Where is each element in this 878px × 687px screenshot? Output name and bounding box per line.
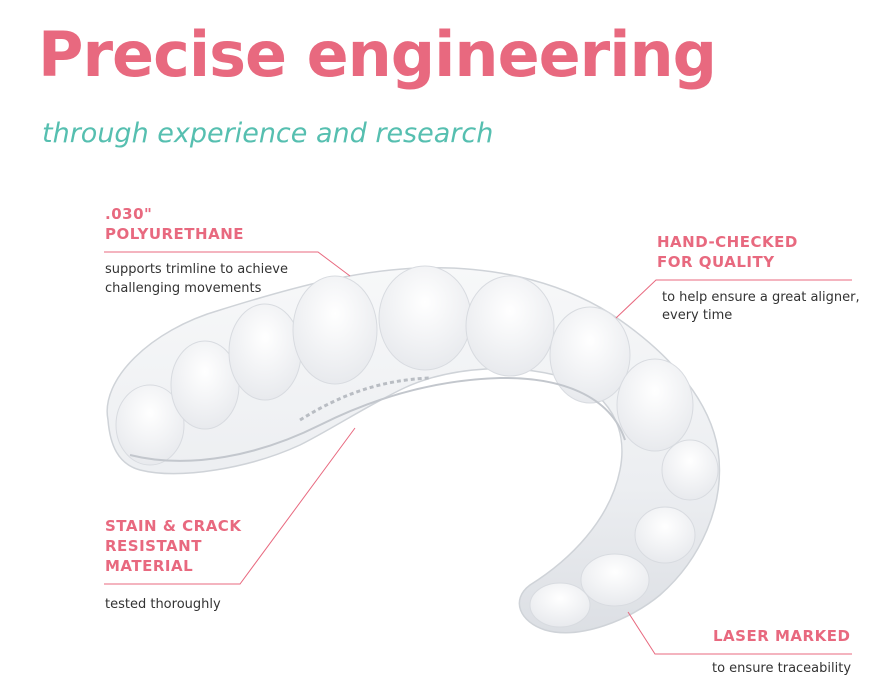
callout-polyurethane-desc-1: supports trimline to achieve [105,262,288,277]
page-subtitle: through experience and research [42,118,494,149]
callout-hand-checked-desc-1: to help ensure a great aligner, [662,290,860,305]
callout-stain-title-1: STAIN & CRACK [105,517,242,535]
callout-stain-title-2: RESISTANT [105,537,202,555]
callout-stain-title-3: MATERIAL [105,557,194,575]
page-title: Precise engineering [38,18,717,91]
callout-polyurethane-title-1: .030" [105,205,153,223]
callout-hand-checked-desc-2: every time [662,308,733,323]
callout-hand-checked-title-2: FOR QUALITY [657,253,775,271]
callout-polyurethane-title-2: POLYURETHANE [105,225,245,243]
callout-polyurethane-desc-2: challenging movements [105,281,262,296]
aligner-shape [106,265,721,634]
callout-lines [104,251,852,655]
callout-laser-desc-1: to ensure traceability [712,661,852,676]
callout-laser-title-1: LASER MARKED [713,627,851,645]
callout-stain-desc-1: tested thoroughly [105,597,221,612]
callout-hand-checked-title-1: HAND-CHECKED [657,233,798,251]
